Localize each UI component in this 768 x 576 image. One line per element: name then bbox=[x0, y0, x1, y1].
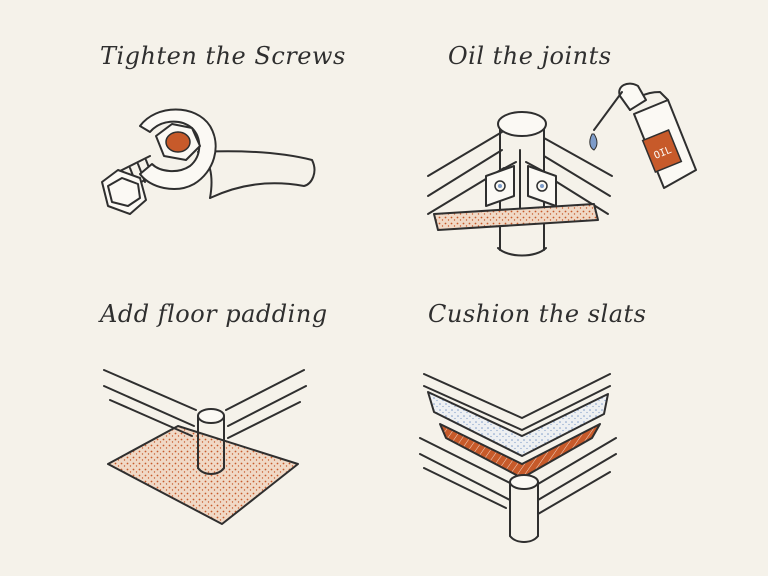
panel-cushion-slats: Cushion the slats bbox=[384, 288, 768, 576]
panel-tighten-screws: Tighten the Screws bbox=[0, 0, 384, 288]
bed-joint-icon: OIL bbox=[427, 82, 697, 257]
caption-tighten-screws: Tighten the Screws bbox=[100, 42, 346, 70]
slat-cushion-icon bbox=[419, 373, 617, 543]
panel-floor-padding: Add floor padding bbox=[0, 288, 384, 576]
wrench-icon bbox=[101, 108, 316, 215]
felt-pad-icon bbox=[103, 369, 307, 525]
panel-oil-joints: Oil the joints OIL bbox=[384, 0, 768, 288]
caption-floor-padding: Add floor padding bbox=[100, 300, 328, 328]
caption-oil-joints: Oil the joints bbox=[448, 42, 612, 70]
oil-label bbox=[641, 129, 683, 173]
caption-cushion-slats: Cushion the slats bbox=[428, 300, 647, 328]
